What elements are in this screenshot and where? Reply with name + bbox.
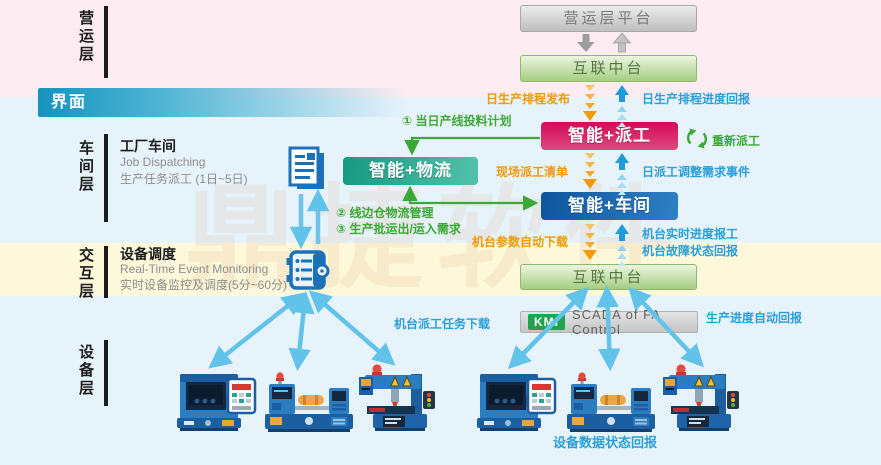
clipboard-gear-icon [286,250,330,290]
hub-machine5-arrow [596,284,621,372]
hub-machine4-arrow [507,286,590,370]
production-progress-report-label: 生产进度自动回报 [706,311,803,325]
operations-layer-label: 营运层 [77,10,94,64]
machine-fault-report-label: 机台故障状态回报 [642,244,739,258]
smart-workshop-box: 智能+车间 [541,192,678,220]
interaction-layer-band [0,243,881,296]
onsite-dispatch-list-label: 现场派工清单 [495,165,568,179]
step3-label: ③ 生产批运出/运入需求 [336,222,461,236]
interaction-rail [104,246,108,298]
interface-layer-bar: 界面 [38,88,458,117]
conveyor-machine-icon [265,372,353,432]
step1-label: ① 当日产线投料计划 [402,114,512,128]
step2-label: ② 线边仓物流管理 [336,206,434,220]
redispatch-label: 重新派工 [712,134,761,148]
smart-dispatch-box: 智能+派工 [541,122,678,150]
cnc-machine-icon [475,372,557,433]
hub-machine6-arrow [628,286,704,368]
interaction-layer-label: 交互层 [77,247,94,301]
equipment-layer-band [0,296,881,465]
ops-hub-down-arrow [577,34,595,52]
interaction-title: 设备调度 [120,246,176,262]
ops-hub-up-arrow [612,32,632,53]
ops-platform-box: 营运层平台 [520,5,697,32]
workshop-subtitle-zh: 生产任务派工 (1日~5日) [120,172,248,186]
conveyor-machine-icon [567,372,655,432]
machine-progress-report-label: 机台实时进度报工 [642,227,739,241]
equipment-layer-label: 设备层 [77,344,94,398]
dispatch-to-logistics-connector [404,136,540,156]
daily-schedule-publish-label: 日生产排程发布 [485,92,570,106]
workshop-rail [104,134,108,222]
hub-top-box: 互联中台 [520,55,697,82]
workshop-subtitle-en: Job Dispatching [120,155,206,169]
workshop-title: 工厂车间 [120,138,176,154]
cnc-machine-icon [175,372,257,433]
equipment-status-report-label: 设备数据状态回报 [553,435,658,450]
interaction-subtitle-zh: 实时设备监控及调度(5分~60分) [120,278,288,292]
daily-schedule-progress-label: 日生产排程进度回报 [642,92,751,106]
interaction-subtitle-en: Real-Time Event Monitoring [120,262,269,276]
machine-param-download-label: 机台参数自动下载 [471,235,568,249]
equipment-rail [104,340,108,406]
refresh-icon [686,128,708,149]
document-icon [288,146,324,189]
drill-press-icon [358,363,436,432]
machine-task-download-label: 机台派工任务下载 [394,317,491,331]
drill-press-icon [662,363,740,432]
workshop-layer-label: 车间层 [77,140,94,194]
smart-logistics-box: 智能+物流 [343,157,478,185]
scheduler-machine2-arrow [288,290,315,372]
operations-rail [104,6,108,78]
scheduler-machine1-arrow [208,292,305,369]
daily-adjust-event-label: 日派工调整需求事件 [642,165,751,179]
operations-layer-band [0,0,881,97]
scheduler-machine3-arrow [308,290,396,366]
